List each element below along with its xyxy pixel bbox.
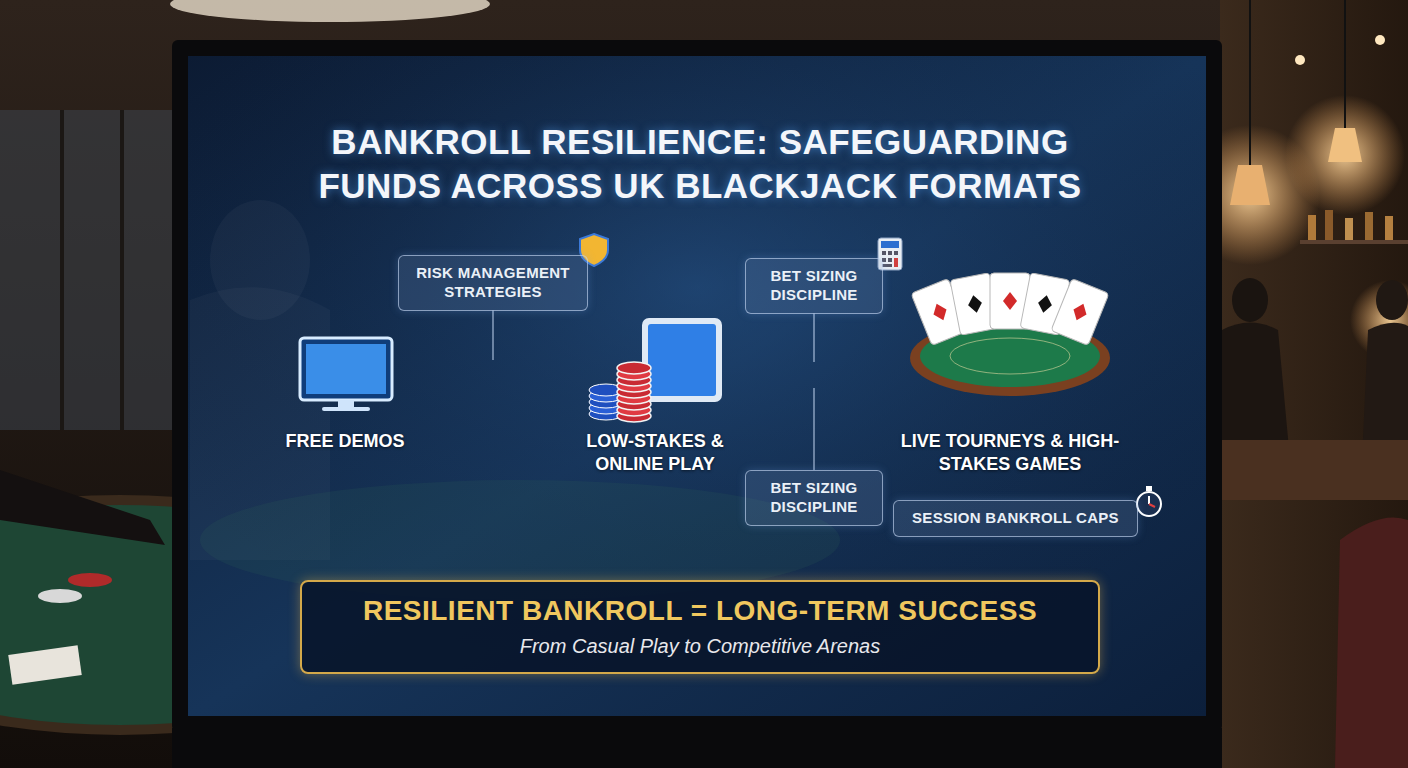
restaurant-backdrop [1344, 0, 1346, 128]
restaurant-backdrop [120, 110, 124, 430]
cards-table-icon [910, 273, 1110, 396]
cards-table-icon [1051, 279, 1109, 346]
restaurant-backdrop [1385, 216, 1393, 240]
callout-box: BET SIZING DISCIPLINE [745, 258, 883, 314]
restaurant-backdrop [1365, 212, 1373, 240]
cards-table-icon [930, 301, 950, 323]
calculator-icon [882, 251, 886, 255]
restaurant-backdrop [1362, 323, 1408, 460]
display-monitor [188, 56, 1206, 716]
desktop-icon [300, 338, 392, 400]
calculator-icon [882, 264, 892, 267]
restaurant-backdrop [1230, 165, 1270, 205]
cards-table-icon [1036, 294, 1053, 314]
desktop-icon [306, 344, 386, 394]
cards-table-icon [966, 294, 983, 314]
restaurant-backdrop [1295, 55, 1305, 65]
stage-node: LIVE TOURNEYS & HIGH-STAKES GAMES [895, 275, 1125, 476]
stopwatch-icon [1146, 486, 1152, 491]
restaurant-backdrop [38, 589, 82, 603]
display-monitor [172, 40, 1222, 768]
restaurant-backdrop [1249, 0, 1251, 165]
callout-box: BET SIZING DISCIPLINE [745, 470, 883, 526]
display-monitor [172, 728, 1222, 768]
restaurant-backdrop [1325, 210, 1333, 240]
display-monitor [172, 40, 1222, 732]
restaurant-backdrop [0, 470, 165, 545]
stage-label: LIVE TOURNEYS & HIGH-STAKES GAMES [895, 430, 1125, 476]
callout-text: RISK MANAGEMENT STRATEGIES [411, 264, 575, 302]
chips-tablet-icon [617, 362, 651, 374]
flow-arrows [425, 375, 875, 376]
cards-table-icon [1070, 301, 1090, 323]
stage-node: FREE DEMOS [265, 335, 425, 453]
restaurant-backdrop [60, 110, 64, 430]
leader-line [492, 311, 494, 361]
restaurant-backdrop [1328, 128, 1362, 162]
restaurant-backdrop [1220, 440, 1408, 500]
restaurant-backdrop [1232, 278, 1268, 322]
stopwatch-icon [1149, 504, 1155, 507]
calculator-icon [888, 251, 892, 255]
diagram-title: BANKROLL RESILIENCE: SAFEGUARDING FUNDS … [270, 120, 1130, 208]
chips-tablet-icon [642, 318, 722, 402]
flow-arrow [745, 371, 875, 380]
restaurant-backdrop [1376, 280, 1408, 320]
summary-banner: RESILIENT BANKROLL = LONG-TERM SUCCESS Fr… [300, 580, 1100, 674]
restaurant-backdrop [1300, 240, 1408, 244]
cards-table-icon [1051, 279, 1109, 346]
callout-box: RISK MANAGEMENT STRATEGIES [398, 255, 588, 311]
desktop-icon [338, 400, 354, 408]
restaurant-backdrop [1212, 323, 1290, 461]
callout-text: BET SIZING DISCIPLINE [758, 479, 870, 517]
stage-node: LOW-STAKES & ONLINE PLAY [565, 315, 745, 476]
desktop-icon [322, 407, 370, 411]
restaurant-backdrop [170, 0, 490, 22]
calculator-icon [894, 251, 898, 255]
cards-table-icon [1003, 292, 1017, 310]
desktop-icon [300, 338, 392, 411]
banner-subtitle: From Casual Play to Competitive Arenas [322, 634, 1078, 658]
callout-text: BET SIZING DISCIPLINE [758, 267, 870, 305]
stage-label: FREE DEMOS [265, 430, 425, 453]
leader-line [813, 314, 815, 363]
restaurant-backdrop [1375, 35, 1385, 45]
flow-arrow [425, 371, 545, 380]
stopwatch-icon [1137, 486, 1161, 516]
chips-tablet-icon [589, 318, 722, 422]
display-monitor [188, 56, 1206, 716]
cards-table-icon [950, 338, 1070, 374]
banner-heading: RESILIENT BANKROLL = LONG-TERM SUCCESS [322, 594, 1078, 628]
stopwatch-icon [1137, 492, 1161, 516]
stopwatch-icon [1148, 496, 1150, 504]
callout-box: SESSION BANKROLL CAPS [893, 500, 1138, 537]
restaurant-backdrop [1345, 218, 1353, 240]
restaurant-backdrop [8, 645, 81, 684]
calculator-icon [894, 258, 898, 267]
calculator-icon [881, 241, 899, 248]
stage-label: LOW-STAKES & ONLINE PLAY [565, 430, 745, 476]
restaurant-backdrop [0, 110, 175, 430]
restaurant-backdrop [1335, 518, 1408, 768]
leader-line [813, 388, 815, 470]
restaurant-backdrop [68, 573, 112, 587]
chips-tablet-icon [648, 324, 716, 396]
restaurant-backdrop [1308, 215, 1316, 240]
calculator-icon [888, 258, 892, 262]
callout-text: SESSION BANKROLL CAPS [906, 509, 1125, 528]
